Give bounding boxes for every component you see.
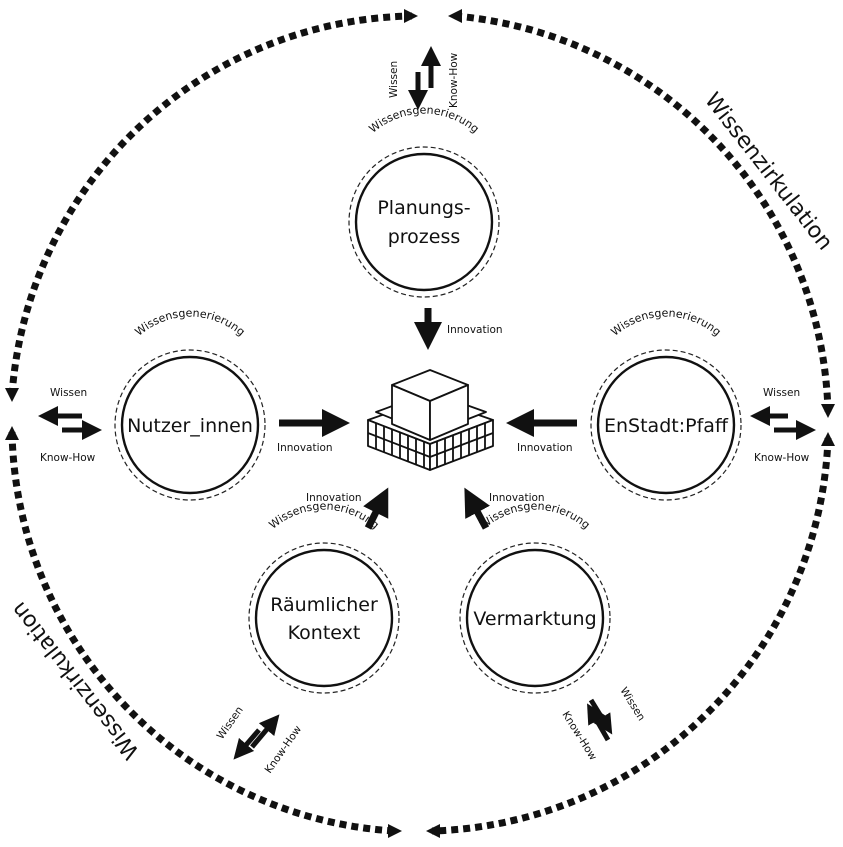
node-nutzer-innen: Nutzer_innen Wissensgenerierung bbox=[114, 307, 266, 501]
outer-circulation-ring bbox=[5, 9, 835, 838]
knowhow-label: Know-How bbox=[754, 452, 810, 464]
innovation-label-left: Innovation bbox=[277, 442, 333, 454]
wissen-label: Wissen bbox=[388, 61, 400, 98]
ring-label: Wissensgenerierung bbox=[367, 104, 482, 136]
innovation-arrow-bottom-right bbox=[464, 487, 490, 530]
ring-label: Wissensgenerierung bbox=[267, 500, 382, 532]
node-title-line1: Planungs- bbox=[377, 197, 470, 219]
innovation-label-bottom-left: Innovation bbox=[306, 492, 362, 504]
node-circle bbox=[254, 548, 394, 688]
node-circle bbox=[596, 355, 736, 495]
node-title: EnStadt:Pfaff bbox=[604, 415, 729, 437]
wissen-label: Wissen bbox=[763, 387, 800, 399]
node-title-line2: Kontext bbox=[288, 622, 361, 644]
arrowhead-right-bottom bbox=[821, 432, 835, 446]
node-title: Vermarktung bbox=[473, 608, 596, 630]
dashed-ring bbox=[348, 146, 500, 298]
arrowhead-bottom-left bbox=[388, 824, 402, 838]
circulation-label-top-right: Wissenzirkulation bbox=[699, 88, 837, 255]
exchange-right: Wissen Know-How bbox=[750, 387, 816, 464]
knowhow-arrow bbox=[587, 703, 611, 742]
wissen-label: Wissen bbox=[617, 685, 647, 723]
innovation-label-right: Innovation bbox=[517, 442, 573, 454]
outer-arc-top-right bbox=[454, 12, 832, 413]
dashed-ring bbox=[459, 542, 611, 694]
outer-arc-bottom-right bbox=[431, 437, 832, 835]
node-circle bbox=[465, 548, 605, 688]
ring-label: Wissensgenerierung bbox=[609, 307, 724, 339]
dashed-ring bbox=[114, 349, 266, 501]
exchange-bottom-left: Wissen Know-How bbox=[215, 704, 305, 775]
arrowhead-left-top bbox=[5, 388, 19, 402]
innovation-cube-icon bbox=[367, 369, 494, 471]
innovation-arrows: Innovation Innovation Innovation Innovat… bbox=[277, 308, 577, 530]
arrowhead-top-right bbox=[448, 9, 462, 23]
node-raeumlicher-kontext: Räumlicher Kontext Wissensgenerierung bbox=[248, 500, 400, 694]
outer-arc-top-left bbox=[8, 12, 413, 396]
circulation-label-bottom-left: Wissenzirkulation bbox=[7, 597, 145, 764]
exchange-top: Wissen Know-How bbox=[388, 46, 460, 110]
wissen-label: Wissen bbox=[215, 704, 246, 741]
node-planungsprozess: Planungs- prozess Wissensgenerierung bbox=[348, 104, 500, 298]
knowhow-label: Know-How bbox=[40, 452, 96, 464]
innovation-arrow-bottom-left bbox=[363, 487, 389, 530]
knowhow-label: Know-How bbox=[263, 723, 305, 775]
ring-label: Wissensgenerierung bbox=[133, 307, 248, 339]
innovation-label-top: Innovation bbox=[447, 324, 503, 336]
node-title-line2: prozess bbox=[388, 226, 461, 248]
exchange-bottom-right: Wissen Know-How bbox=[559, 685, 647, 763]
arrowhead-right-top bbox=[821, 404, 835, 418]
node-title-line1: Räumlicher bbox=[270, 594, 378, 616]
arrowhead-left-bottom bbox=[5, 426, 19, 440]
wissen-label: Wissen bbox=[50, 387, 87, 399]
knowhow-label: Know-How bbox=[448, 52, 460, 108]
node-circle bbox=[120, 355, 260, 495]
innovation-label-bottom-right: Innovation bbox=[489, 492, 545, 504]
node-circle bbox=[354, 152, 494, 292]
dashed-ring bbox=[248, 542, 400, 694]
arrowhead-top-left bbox=[404, 9, 418, 23]
arrowhead-bottom-right bbox=[426, 824, 440, 838]
node-enstadt-pfaff: EnStadt:Pfaff Wissensgenerierung bbox=[590, 307, 742, 501]
knowhow-arrow bbox=[250, 714, 280, 749]
outer-arc-bottom-left bbox=[8, 431, 395, 835]
exchange-left: Wissen Know-How bbox=[38, 387, 102, 464]
dashed-ring bbox=[590, 349, 742, 501]
ring-label: Wissensgenerierung bbox=[478, 500, 593, 532]
wissen-arrow bbox=[233, 728, 261, 760]
node-title: Nutzer_innen bbox=[127, 415, 253, 437]
